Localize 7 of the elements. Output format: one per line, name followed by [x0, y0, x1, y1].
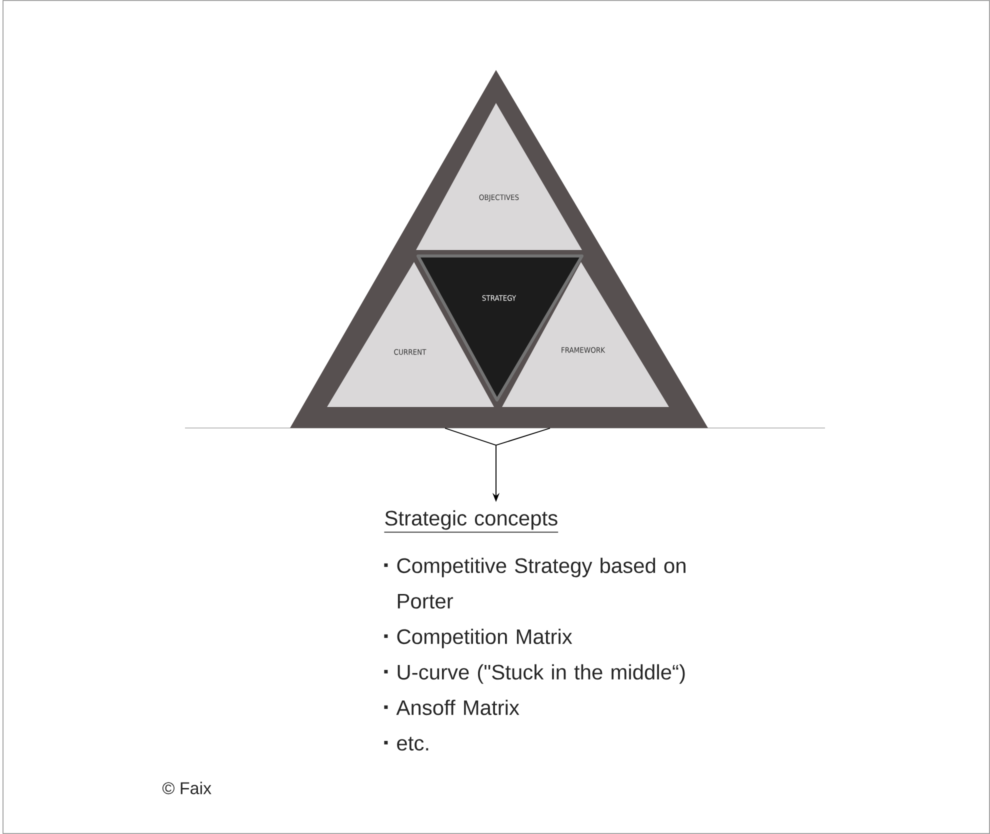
- heading: Strategic concepts: [384, 510, 559, 533]
- bullet-item: etc.: [397, 736, 428, 751]
- bullet-item: Ansoff Matrix: [396, 700, 520, 716]
- bullet-item: Competition Matrix: [397, 628, 572, 648]
- bullet-item: U-curve ("Stuck in the middle“): [398, 664, 685, 684]
- bullet-item: Competitive Strategy based on Porter: [397, 558, 686, 609]
- copyright-note: © Faix: [162, 782, 212, 794]
